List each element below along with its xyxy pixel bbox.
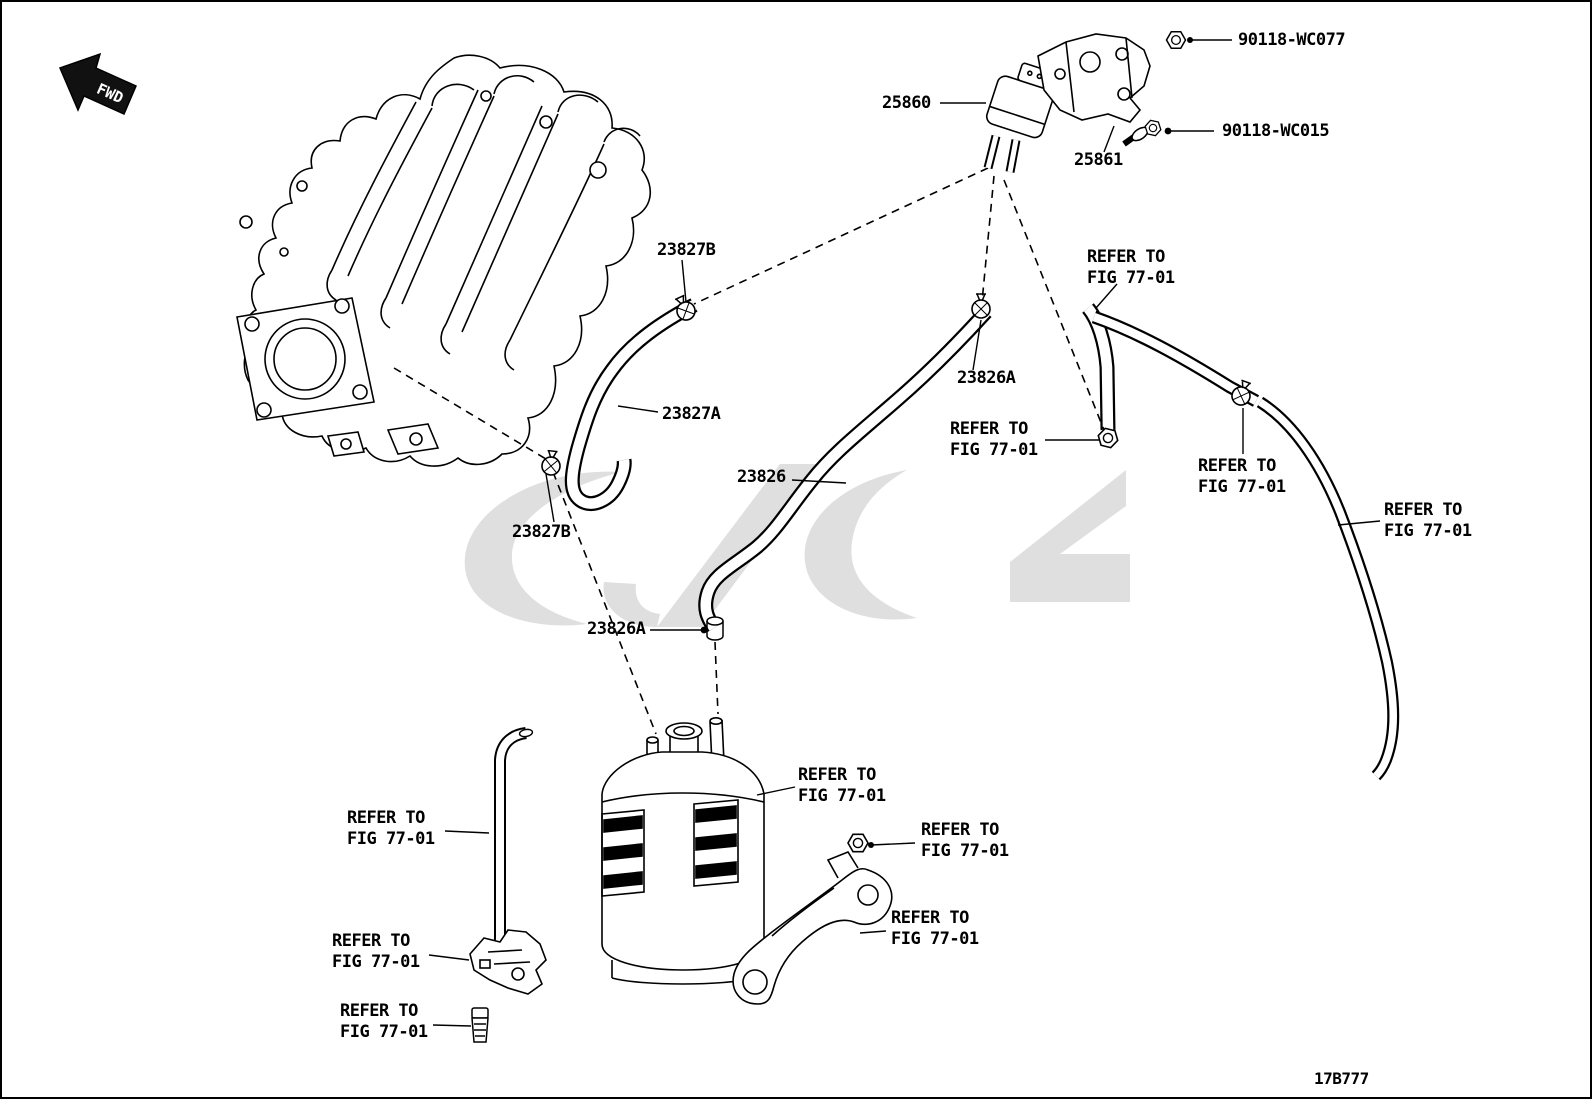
refer-label-6: REFER TO FIG 77-01	[921, 820, 1009, 861]
nut-center-part	[847, 833, 869, 853]
vsv-valve	[983, 62, 1055, 173]
bolt-90118-wc015-part	[1122, 118, 1163, 147]
refer-label-10: REFER TO FIG 77-01	[340, 1001, 428, 1042]
charcoal-canister	[601, 716, 765, 985]
fwd-arrow: FWD	[58, 52, 137, 115]
leader-lines	[428, 39, 1381, 1027]
part-label-23826a-lower: 23826A	[587, 619, 646, 639]
hose-23826	[698, 306, 992, 632]
hose-right-short	[1081, 303, 1116, 431]
clamp-23826a-upper-part	[971, 293, 991, 319]
assembly-dashed-lines	[393, 167, 1105, 735]
refer-label-7: REFER TO FIG 77-01	[891, 908, 979, 949]
diagram-code: 17B777	[1314, 1069, 1369, 1088]
refer-label-3: REFER TO FIG 77-01	[1198, 456, 1286, 497]
drain-fitting	[471, 1007, 489, 1043]
canister-bracket	[732, 851, 893, 1005]
part-label-23827a: 23827A	[662, 404, 721, 424]
refer-label-2: REFER TO FIG 77-01	[950, 419, 1038, 460]
part-label-25861: 25861	[1074, 150, 1123, 170]
pipe-bracket	[469, 929, 547, 995]
nut-right-part	[1095, 426, 1121, 450]
watermark	[464, 464, 1130, 627]
refer-label-4: REFER TO FIG 77-01	[1384, 500, 1472, 541]
part-label-90118-wc015: 90118-WC015	[1222, 121, 1330, 141]
refer-label-1: REFER TO FIG 77-01	[1087, 247, 1175, 288]
intake-manifold	[236, 54, 651, 467]
part-label-90118-wc077: 90118-WC077	[1238, 30, 1346, 50]
leader-dots	[700, 37, 1193, 848]
hose-right-horizontal	[1091, 310, 1260, 407]
valve-bracket	[1037, 33, 1151, 123]
hose-right-long	[1256, 396, 1400, 781]
part-label-23826a-upper: 23826A	[957, 368, 1016, 388]
clamp-23827b-lower-part	[540, 449, 563, 477]
part-label-23827b-upper: 23827B	[657, 240, 716, 260]
hose-23827a	[564, 298, 698, 512]
part-label-23826: 23826	[737, 467, 786, 487]
part-label-23827b-lower: 23827B	[512, 522, 571, 542]
left-pipe	[487, 727, 534, 963]
refer-label-5: REFER TO FIG 77-01	[798, 765, 886, 806]
part-label-25860: 25860	[882, 93, 931, 113]
refer-label-9: REFER TO FIG 77-01	[332, 931, 420, 972]
nut-90118-wc077-part	[1165, 30, 1187, 50]
refer-label-8: REFER TO FIG 77-01	[347, 808, 435, 849]
